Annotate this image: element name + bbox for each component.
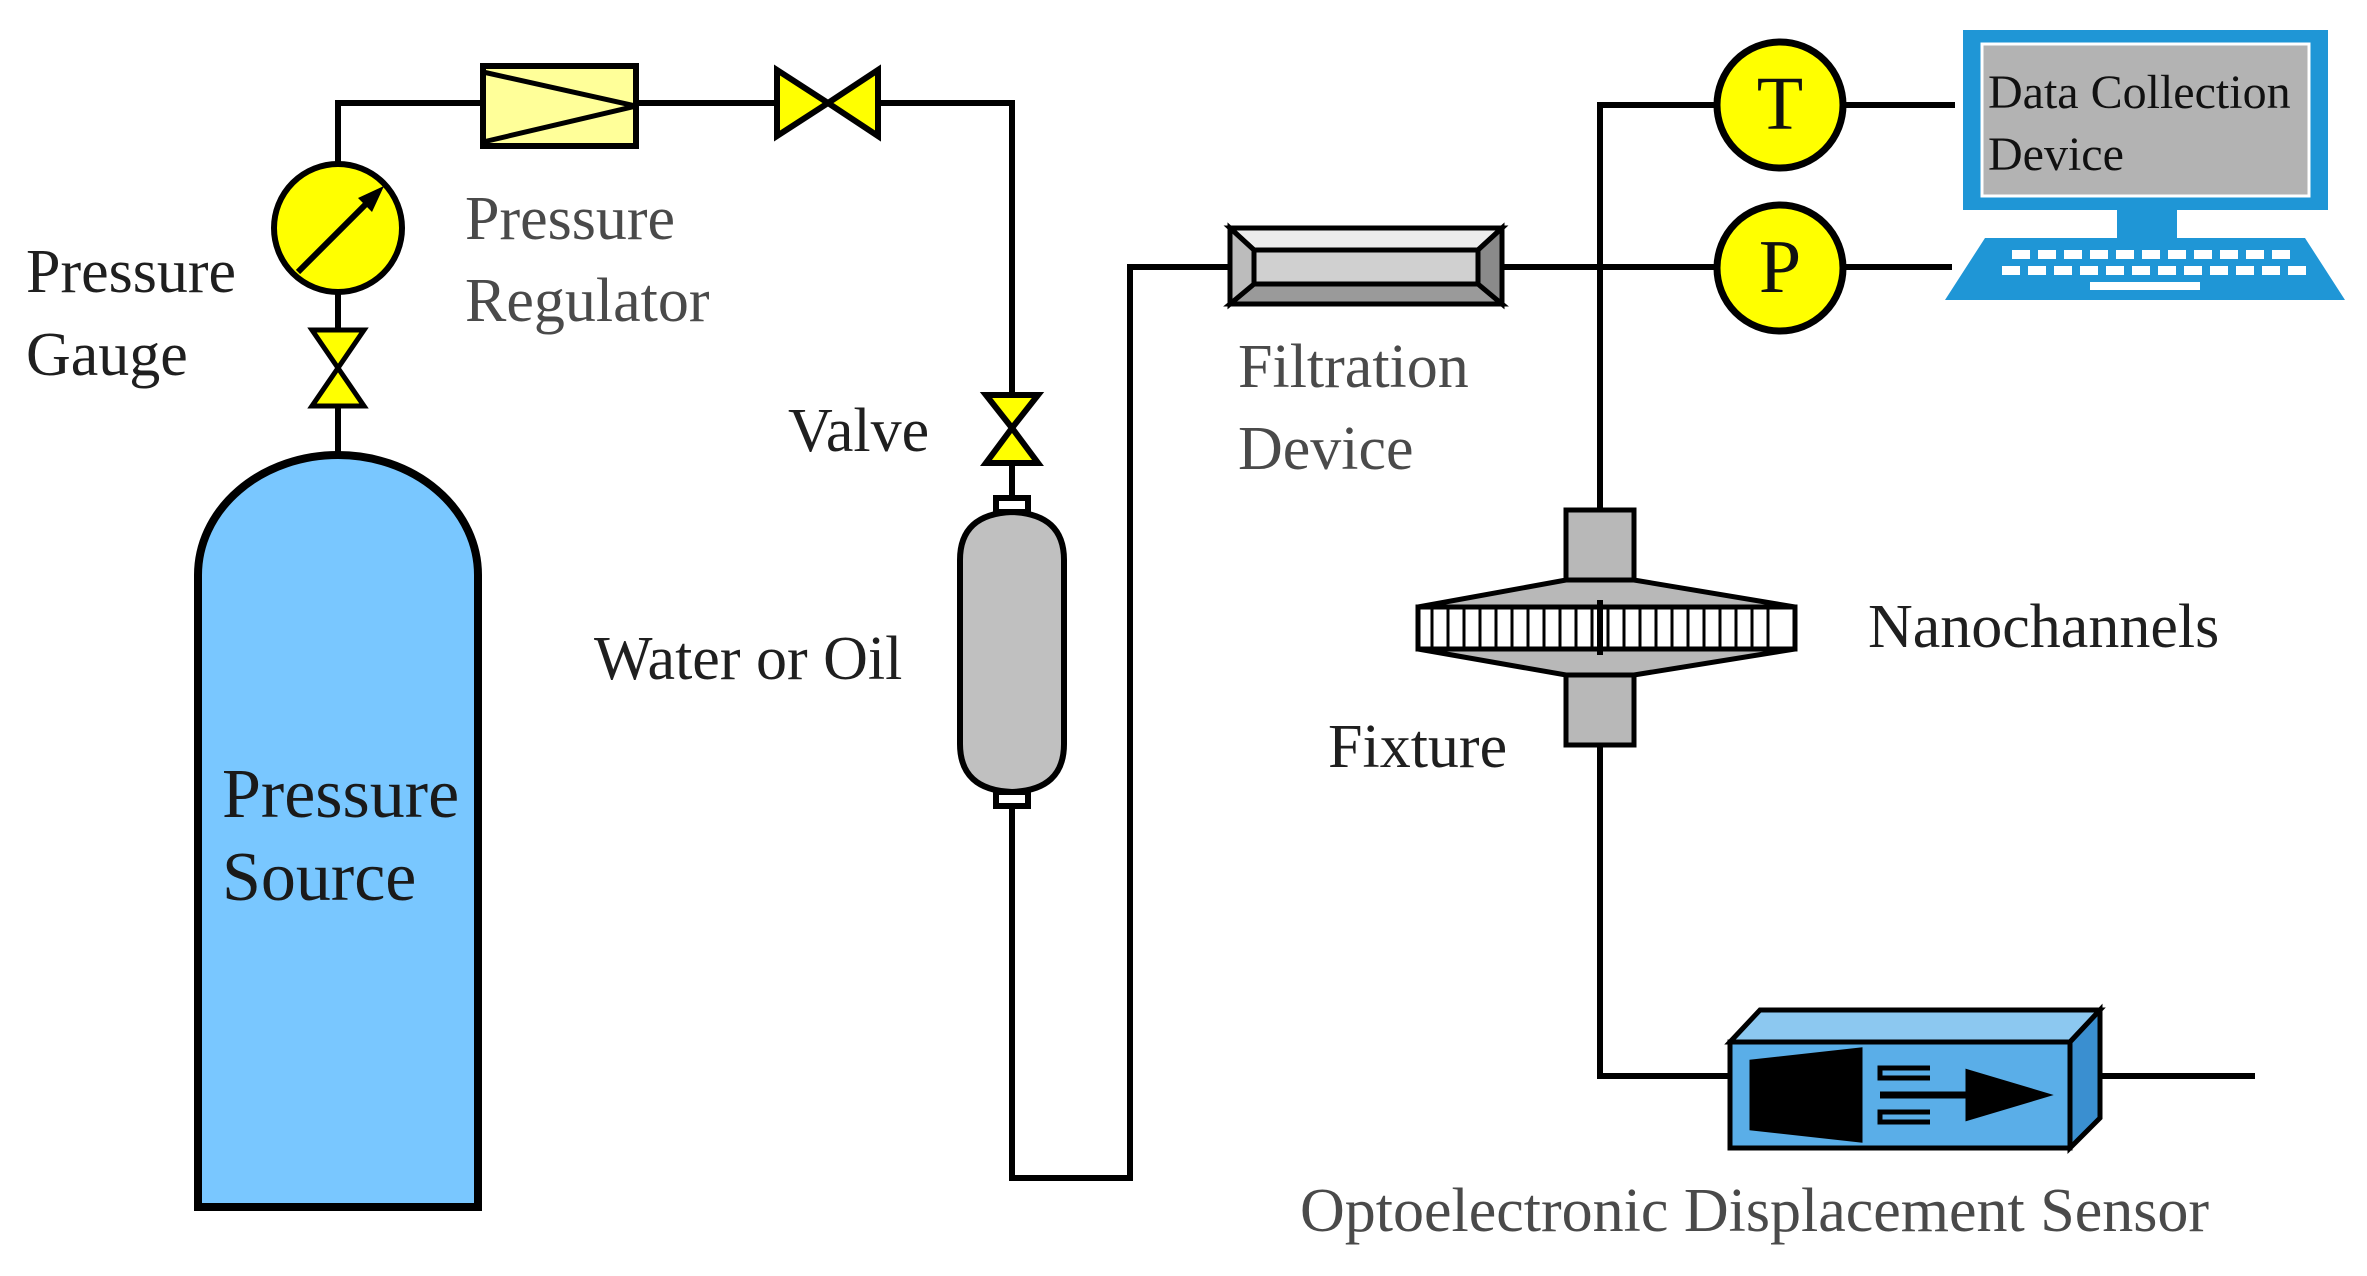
valve-label: Valve	[788, 397, 930, 465]
keyboard-key	[2184, 266, 2202, 275]
keyboard-key	[2288, 266, 2306, 275]
top-valve-icon	[774, 64, 881, 142]
pressure-regulator-label-line2: Regulator	[465, 267, 710, 335]
computer-icon	[1945, 30, 2345, 300]
keyboard-key	[2142, 250, 2160, 259]
keyboard-key	[2002, 266, 2020, 275]
pressure-sensor-letter: P	[1758, 225, 1802, 309]
filtration-device-label-line1: Filtration	[1238, 333, 1469, 401]
keyboard-key	[2028, 266, 2046, 275]
cylinder-valve-icon	[307, 327, 369, 455]
keyboard-key	[2038, 250, 2056, 259]
nanochannels-label: Nanochannels	[1868, 593, 2220, 661]
pressure-gauge-label-line1: Pressure	[26, 238, 237, 306]
keyboard-key	[2210, 266, 2228, 275]
pressure-source-label-line2: Source	[222, 839, 417, 916]
keyboard-key	[2220, 250, 2238, 259]
pipe-fixture-to-t	[1597, 102, 1717, 510]
keyboard-key	[2236, 266, 2254, 275]
keyboard-key	[2054, 266, 2072, 275]
keyboard-key	[2272, 250, 2290, 259]
keyboard-key	[2158, 266, 2176, 275]
water-or-oil-label: Water or Oil	[594, 625, 903, 693]
data-collection-label-line2: Device	[1988, 128, 2124, 181]
pipe-container-to-filter	[1009, 264, 1230, 1181]
pressure-gauge-icon	[271, 161, 405, 295]
keyboard-key	[2090, 250, 2108, 259]
keyboard-key	[2246, 250, 2264, 259]
pressure-regulator-label-line1: Pressure	[465, 185, 676, 253]
pressure-regulator-icon	[480, 63, 639, 149]
optoelectronic-sensor-icon	[1724, 1003, 2106, 1155]
optoelectronic-sensor-label: Optoelectronic Displacement Sensor	[1300, 1177, 2210, 1245]
keyboard-key	[2080, 266, 2098, 275]
keyboard-key	[2012, 250, 2030, 259]
fixture-label: Fixture	[1328, 713, 1508, 781]
water-oil-container	[957, 495, 1067, 809]
keyboard-key	[2194, 250, 2212, 259]
pipes	[335, 100, 2255, 1181]
keyboard-key	[2116, 250, 2134, 259]
pressure-gauge-label-line2: Gauge	[26, 321, 188, 389]
temperature-sensor-icon	[1713, 38, 1847, 172]
keyboard-key	[2064, 250, 2082, 259]
container-valve-icon	[979, 392, 1045, 505]
data-collection-label-line1: Data Collection	[1988, 66, 2291, 119]
keyboard-spacebar	[2090, 282, 2200, 290]
keyboard-key	[2132, 266, 2150, 275]
keyboard-key	[2168, 250, 2186, 259]
nanochannels-icon	[1430, 609, 1770, 647]
keyboard-key	[2106, 266, 2124, 275]
pipe-valve-to-container	[878, 100, 1015, 505]
temperature-sensor-letter: T	[1756, 62, 1804, 146]
filtration-device-label-line2: Device	[1238, 415, 1414, 483]
pipe-fixture-to-sensor	[1597, 745, 1730, 1079]
pressure-sensor-icon	[1713, 201, 1847, 335]
pressure-source-cylinder	[194, 451, 482, 1211]
keyboard-icon	[2002, 250, 2306, 290]
pressure-source-label-line1: Pressure	[222, 756, 460, 833]
filtration-device-icon	[1223, 222, 1509, 310]
keyboard-key	[2262, 266, 2280, 275]
